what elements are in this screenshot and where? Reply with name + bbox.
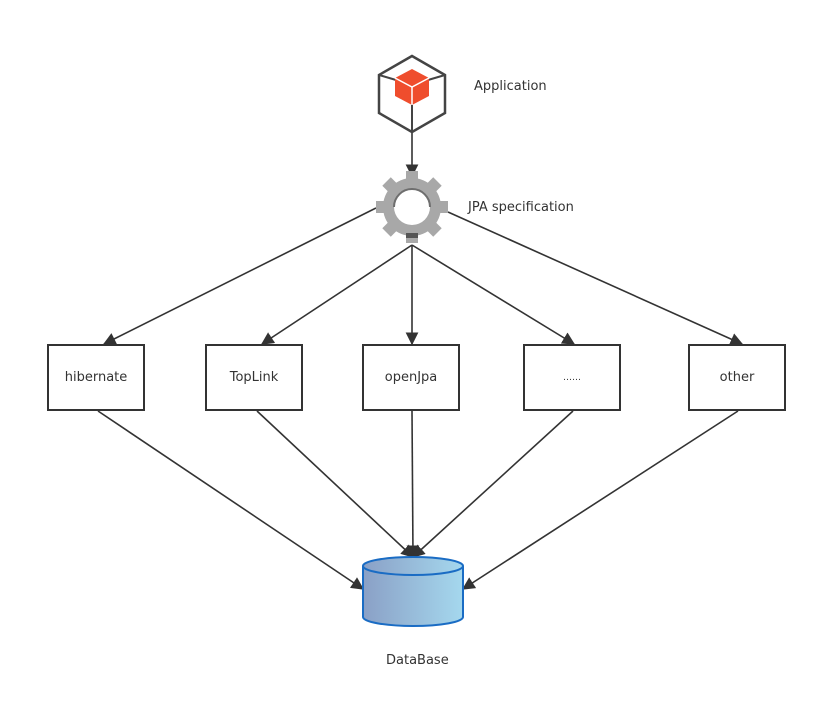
toplink-box[interactable]: TopLink xyxy=(205,344,303,411)
edge-other-to-database xyxy=(461,410,739,590)
edge-openjpa-to-database xyxy=(406,410,420,559)
edge-ellipsis-to-database xyxy=(412,410,574,558)
openjpa-box[interactable]: openJpa xyxy=(362,344,460,411)
edge-jpa-to-ellipsis xyxy=(411,244,576,345)
other-label: other xyxy=(719,370,755,385)
hibernate-box[interactable]: hibernate xyxy=(47,344,145,411)
database-label: DataBase xyxy=(386,653,449,668)
cube-icon xyxy=(377,54,447,134)
ellipsis-box[interactable]: …… xyxy=(523,344,621,411)
jpa-specification-label: JPA specification xyxy=(468,200,574,215)
hibernate-label: hibernate xyxy=(64,370,128,385)
openjpa-label: openJpa xyxy=(384,370,438,385)
toplink-label: TopLink xyxy=(229,370,279,385)
edges-group xyxy=(97,132,744,590)
database-icon xyxy=(362,556,464,627)
edge-jpa-to-hibernate xyxy=(102,207,377,345)
edge-toplink-to-database xyxy=(256,410,414,558)
edge-jpa-to-toplink xyxy=(260,244,413,345)
other-box[interactable]: other xyxy=(688,344,786,411)
ellipsis-label: …… xyxy=(563,372,581,383)
edge-jpa-to-other xyxy=(447,211,744,346)
application-label: Application xyxy=(474,79,547,94)
edge-hibernate-to-database xyxy=(97,410,365,590)
gear-icon xyxy=(376,171,448,243)
